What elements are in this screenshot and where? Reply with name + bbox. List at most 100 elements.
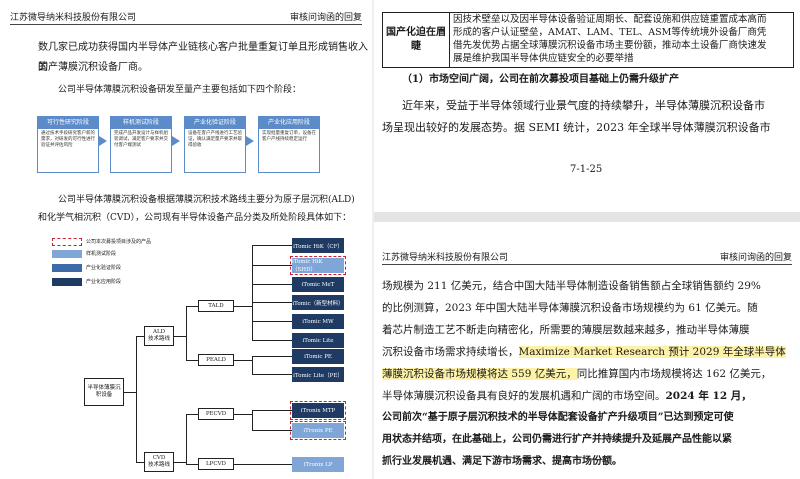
connector: [174, 336, 186, 337]
connector: [252, 321, 292, 322]
connector: [186, 414, 198, 415]
connector: [186, 360, 198, 361]
product-hik-shd: iTomic HiK（SHD）: [290, 256, 346, 275]
para2: 公司半导体薄膜沉积设备研发至量产主要包括如下四个阶段：: [58, 85, 302, 95]
para3-line2: 和化学气相沉积（CVD），公司现有半导体设备产品分类及所处阶段具体如下：: [38, 213, 352, 223]
header-company: 江苏微导纳米科技股份有限公司: [10, 13, 137, 23]
connector: [252, 265, 292, 266]
rb-line8: 用状态并结项，在此基础上，公司仍需进行扩产并持续提升及延展产品性能以紧: [382, 434, 732, 445]
legend-label-project: 公司本次募投项目涉及的产品: [86, 239, 152, 245]
stage-3-body: 设备在客户产线进行工艺验证，确认满足量产要求并取得验收: [188, 131, 242, 148]
tree-tald: TALD: [198, 300, 234, 312]
connector: [186, 414, 187, 464]
connector: [186, 464, 198, 465]
rt-para-line1: 近年来，受益于半导体领域行业景气度的持续攀升，半导体薄膜沉积设备市: [402, 99, 765, 112]
header-title-2: 审核问询函的回复: [719, 253, 792, 263]
connector: [174, 462, 186, 463]
stage-3: 产业化验证阶段 设备在客户产线进行工艺验证，确认满足量产要求并取得验收: [184, 116, 246, 173]
connector: [234, 464, 292, 465]
header-title: 审核问询函的回复: [289, 13, 362, 23]
rb-line1: 场规模为 211 亿美元，结合中国大陆半导体制造设备销售额占全球销售额约 29%: [382, 280, 761, 292]
page-gap: [374, 212, 800, 222]
right-top-page: 国产化迫在眉睫 因技术壁垒以及因半导体设备验证周期长、配套设施和供应链重置成本高…: [374, 0, 800, 212]
legend-label-validation: 产业化验证阶段: [86, 265, 122, 271]
table-text-3: 借先发优势占据全球薄膜沉积设备市场主要份额，推动本土设备厂商快速发: [453, 40, 767, 51]
pane-divider: [372, 0, 374, 479]
highlight-2: 薄膜沉积设备市场规模将达 559 亿美元，: [382, 368, 577, 380]
stage-2: 样机测试阶段 完成产品开发设计与样机组装调试，满足客户要求并交付客户端测试: [110, 116, 172, 173]
table-text-1: 因技术壁垒以及因半导体设备验证周期长、配套设施和供应链重置成本高而: [453, 14, 767, 25]
connector: [186, 306, 198, 307]
rb-line3: 着芯片制造工艺不断走向精密化，所需要的薄膜层数越来越多，推动半导体薄膜: [382, 324, 750, 336]
section-heading: （1）市场空间广阔，公司在前次募投项目基础上仍需升级扩产: [402, 74, 679, 85]
product-lite-pe: iTomic Lite（PE）: [292, 367, 344, 382]
stage-2-body: 完成产品开发设计与样机组装调试，满足客户要求并交付客户端测试: [114, 131, 168, 148]
connector: [136, 462, 144, 463]
left-page: 江苏微导纳米科技股份有限公司 审核问询函的回复 数几家已成功获得国内半导体产业链…: [0, 0, 372, 479]
rb-line5: 薄膜沉积设备市场规模将达 559 亿美元，同比推算国内市场规模将达 162 亿美…: [382, 364, 771, 384]
highlight-1: Maximize Market Research 预计 2029 年全球半导体: [518, 346, 786, 358]
connector: [252, 245, 292, 246]
connector: [136, 336, 137, 462]
para3-line1: 公司半导体薄膜沉积设备根据薄膜沉积技术路线主要分为原子层沉积(ALD): [58, 195, 355, 205]
product-tronix-pe: iTronix PE: [290, 421, 346, 440]
rb-line2: 的比例测算，2023 年中国大陆半导体薄膜沉积设备市场规模约为 61 亿美元。随: [382, 302, 758, 314]
product-met: iTomic MeT: [292, 277, 344, 292]
stage-arrow-2: [172, 136, 180, 146]
rb-line6-a: 半导体薄膜沉积设备具有良好的发展机遇和广阔的市场空间。: [382, 390, 666, 402]
legend-swatch-validation: [52, 264, 82, 272]
connector: [234, 306, 252, 307]
connector: [252, 374, 292, 375]
tree-lpcvd: LPCVD: [198, 458, 234, 470]
localization-table: 国产化迫在眉睫 因技术壁垒以及因半导体设备验证周期长、配套设施和供应链重置成本高…: [382, 12, 794, 68]
product-pe: iTomic PE: [292, 349, 344, 364]
stage-4: 产业化应用阶段 实现批量重复订单，设备在客户产线持续稳定运行: [258, 116, 320, 173]
connector: [252, 356, 253, 374]
page-header-2: 江苏微导纳米科技股份有限公司 审核问询函的回复: [382, 250, 792, 265]
stage-1: 可行性研究阶段 通过技术手段研究客户新的需求，对研发的可行性进行验证并评估风险: [37, 116, 99, 173]
tree-root: 半导体薄膜沉积设备: [84, 378, 124, 406]
product-new-material: iTomic（新型材料）: [292, 295, 344, 310]
product-hik-cf: iTomic HiK（CF）: [292, 238, 344, 253]
rb-line9: 抓行业发展机遇、满足下游市场需求、提高市场份额。: [382, 456, 622, 467]
connector: [234, 414, 252, 415]
tree-ald: ALD 技术路线: [144, 326, 174, 346]
para1-line2: 国产薄膜沉积设备厂商。: [38, 62, 148, 73]
connector: [252, 340, 292, 341]
legend-label-prototype: 样机测试阶段: [86, 251, 117, 257]
table-label: 国产化迫在眉睫: [383, 13, 450, 67]
legend-label-application: 产业化应用阶段: [86, 279, 122, 285]
connector: [252, 356, 292, 357]
legend-swatch-application: [52, 278, 82, 286]
connector: [252, 410, 292, 411]
header-company-2: 江苏微导纳米科技股份有限公司: [382, 253, 509, 263]
rb-line6: 半导体薄膜沉积设备具有良好的发展机遇和广阔的市场空间。2024 年 12 月，: [382, 386, 752, 406]
product-mtp: iTronix MTP: [290, 401, 346, 420]
connector: [252, 302, 292, 303]
rb-line5-b: 同比推算国内市场规模将达 162 亿美元，: [576, 368, 772, 380]
legend-swatch-prototype: [52, 250, 82, 258]
tree-pecvd: PECVD: [198, 408, 234, 420]
rb-line4-a: 沉积设备市场需求持续增长，: [382, 346, 519, 358]
table-text-2: 形成的客户认证壁垒，AMAT、LAM、TEL、ASM等传统境外设备厂商凭: [453, 27, 767, 38]
stage-1-body: 通过技术手段研究客户新的需求，对研发的可行性进行验证并评估风险: [41, 131, 95, 148]
product-mw: iTomic MW: [292, 314, 344, 329]
connector: [136, 336, 144, 337]
stage-4-title: 产业化应用阶段: [259, 117, 319, 129]
table-text-4: 展是维护我国半导体供应链安全的必要举措: [453, 53, 634, 64]
tree-peald: PEALD: [198, 354, 234, 366]
connector: [252, 430, 292, 431]
legend-swatch-project: [52, 238, 82, 246]
connector: [252, 410, 253, 430]
connector: [124, 392, 136, 393]
stage-arrow-1: [99, 136, 107, 146]
rb-line4: 沉积设备市场需求持续增长，Maximize Market Research 预计…: [382, 342, 786, 362]
stage-4-body: 实现批量重复订单，设备在客户产线持续稳定运行: [262, 131, 316, 142]
tree-cvd: CVD 技术路线: [144, 452, 174, 472]
product-lp: iTronix LP: [292, 457, 344, 472]
stage-1-title: 可行性研究阶段: [38, 117, 98, 129]
table-text: 因技术壁垒以及因半导体设备验证周期长、配套设施和供应链重置成本高而 形成的客户认…: [453, 13, 789, 65]
stage-3-title: 产业化验证阶段: [185, 117, 245, 129]
connector: [186, 306, 187, 360]
product-lite: iTomic Lite: [292, 333, 344, 348]
